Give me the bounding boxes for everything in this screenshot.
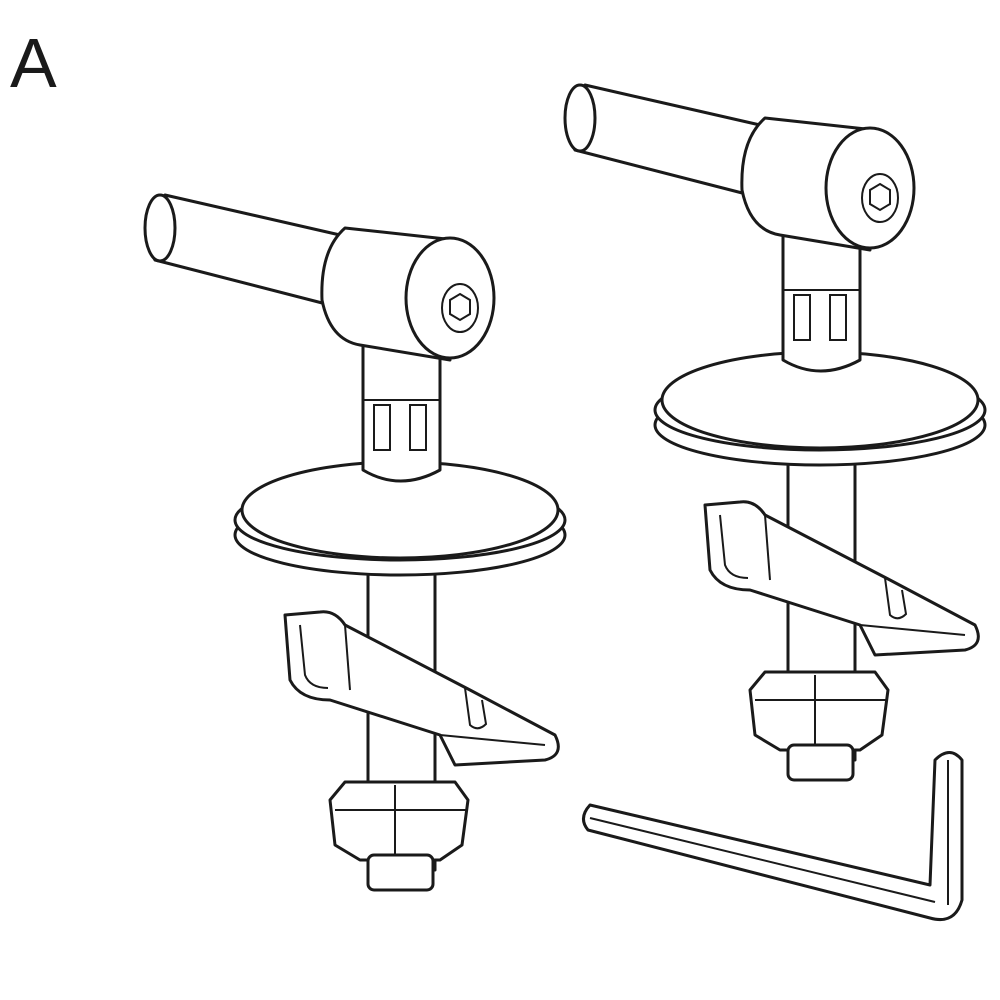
allen-key	[582, 751, 964, 921]
hinge-right	[563, 83, 987, 782]
panel-label: A	[10, 24, 57, 102]
hinge-left	[143, 193, 567, 892]
